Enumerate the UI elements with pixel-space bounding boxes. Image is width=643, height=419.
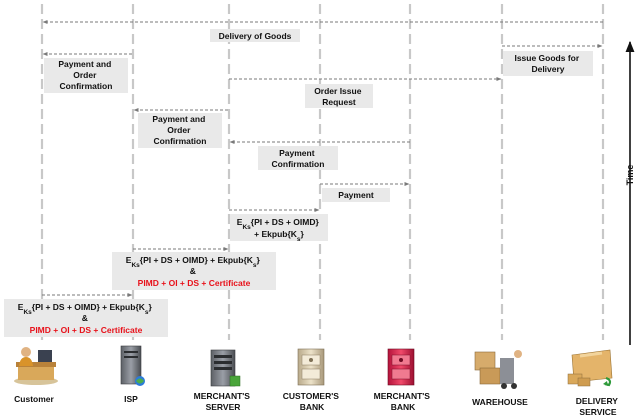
entity-merchant-server: MERCHANT'S SERVER — [194, 391, 253, 412]
merchant-server-icon — [210, 349, 241, 387]
merchant-bank-icon — [387, 348, 415, 386]
label-bg — [138, 113, 222, 148]
entity-merchant-bank: MERCHANT'S BANK — [374, 391, 433, 412]
message-ek-merchant: EKs{PI + DS + OIMD} + Ekpub{Ks} & PIMD +… — [112, 247, 276, 290]
message-payment-order-confirmation-1: Payment and Order Confirmation — [42, 52, 132, 93]
message-ek-bank: EKs{PI + DS + OIMD} + Ekpub{Ks} — [229, 208, 328, 243]
message-payment-order-confirmation-2: Payment and Order Confirmation — [133, 108, 228, 148]
label-payment-order-confirmation-2: Payment and Order Confirmation — [152, 114, 207, 146]
isp-icon — [120, 345, 145, 386]
message-order-issue-request: Order Issue Request — [229, 77, 502, 108]
label-bg — [230, 214, 328, 241]
label-bg — [210, 29, 300, 42]
message-payment-confirmation: Payment Confirmation — [229, 140, 410, 170]
label-issue-goods: Issue Goods for Delivery — [514, 53, 581, 74]
label-ek-merchant: EKs{PI + DS + OIMD} + Ekpub{Ks} & PIMD +… — [126, 255, 262, 288]
message-issue-goods: Issue Goods for Delivery — [502, 44, 603, 76]
label-order-issue-request: Order Issue Request — [314, 86, 364, 107]
message-ek-isp: EKs{PI + DS + OIMD} + Ekpub{Ks} & PIMD +… — [4, 293, 168, 337]
entity-customer: Customer — [14, 394, 54, 404]
entity-isp: ISP — [124, 394, 138, 404]
label-bg — [503, 51, 593, 76]
label-payment-confirmation: Payment Confirmation — [272, 148, 325, 169]
time-axis: Time — [625, 40, 635, 345]
label-ek-isp: EKs{PI + DS + OIMD} + Ekpub{Ks} & PIMD +… — [18, 302, 154, 335]
time-label: Time — [625, 165, 635, 186]
delivery-service-icon — [567, 349, 613, 387]
warehouse-icon — [474, 350, 522, 389]
label-bg — [322, 188, 390, 202]
label-bg — [258, 146, 338, 170]
label-payment-order-confirmation-1: Payment and Order Confirmation — [58, 59, 113, 91]
label-bg — [112, 252, 276, 290]
label-ek-bank: EKs{PI + DS + OIMD} + Ekpub{Ks} — [237, 217, 321, 243]
entity-warehouse: WAREHOUSE — [472, 397, 528, 407]
entity-delivery-service: DELIVERY SERVICE — [576, 396, 620, 417]
label-payment: Payment — [338, 190, 374, 200]
message-payment: Payment — [320, 182, 410, 202]
label-bg — [4, 299, 168, 337]
label-bg — [305, 84, 373, 108]
message-delivery-of-goods: Delivery of Goods — [42, 20, 603, 42]
customer-bank-icon — [297, 348, 325, 386]
customer-icon — [14, 347, 58, 385]
entity-customer-bank: CUSTOMER'S BANK — [283, 391, 342, 412]
label-delivery-of-goods: Delivery of Goods — [219, 31, 292, 41]
label-bg — [44, 58, 128, 93]
